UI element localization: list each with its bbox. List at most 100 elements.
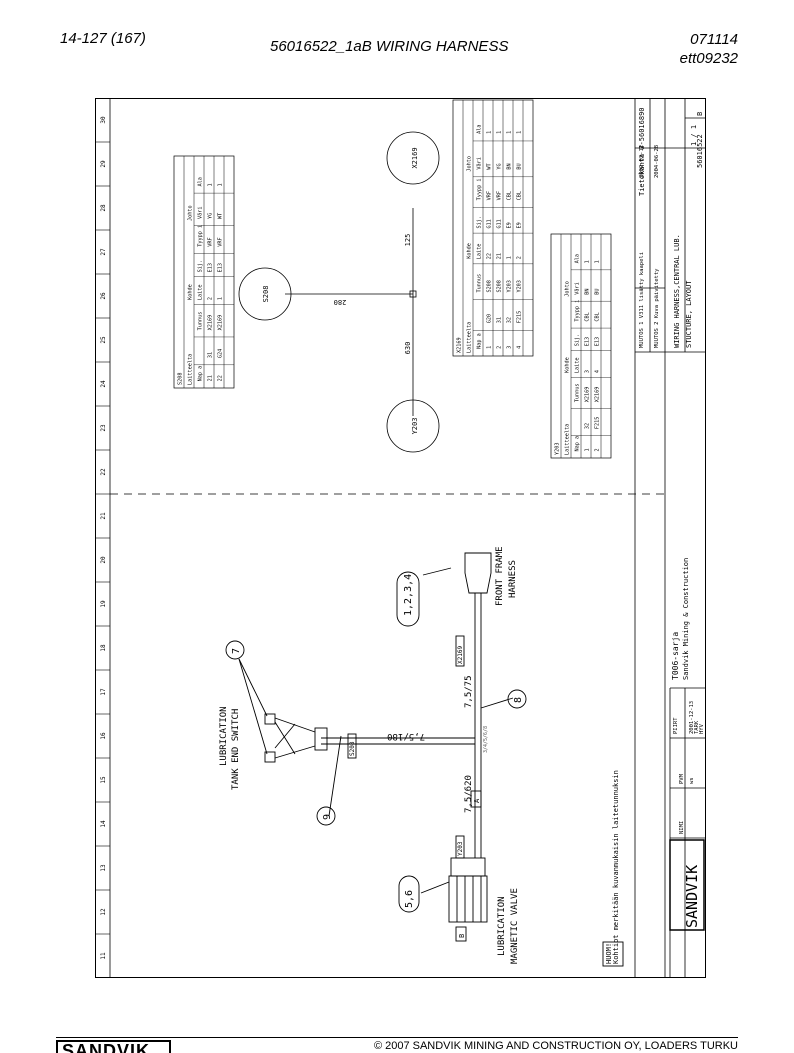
table-cell: S208 (497, 280, 503, 293)
tag-y203: Y203 (457, 841, 464, 856)
table-cell: 1 (507, 256, 513, 259)
segment-620: 7,5/620 (464, 775, 474, 813)
label-mag-valve-2: MAGNETIC VALVE (510, 888, 520, 964)
tag-x2169-box (455, 635, 465, 667)
table-subheader: Väri (575, 282, 581, 295)
node-y203 (386, 399, 440, 453)
table-cell: 1 (218, 297, 224, 300)
table-cell: 2 (595, 448, 601, 451)
switch-pin-1 (264, 713, 276, 725)
table-cell: 1 (487, 131, 493, 134)
table-cell: 1 (507, 131, 513, 134)
table-cell: 1 (595, 260, 601, 263)
table-header: Kohde (188, 284, 194, 300)
ruler-label: 21 (100, 512, 107, 520)
tb-drawing-no: 56016522 (696, 134, 704, 168)
table-cell: X2169 (208, 315, 214, 331)
table-subheader: Tunnus (477, 274, 483, 293)
table-cell: X2169 (585, 387, 591, 403)
tb-muutos1: MUUTOS 1 V311 lisätty kaapeli (639, 252, 645, 348)
node-x2169 (386, 131, 440, 185)
valve-body (448, 875, 488, 923)
table-cell: BN (507, 163, 513, 169)
table-title: S208 (178, 373, 184, 386)
tb-piirt-name: ws (689, 777, 695, 784)
front-frame-connector (464, 552, 492, 594)
table-cell: X2169 (595, 387, 601, 403)
tag-s208: S208 (349, 741, 356, 756)
table-header: Johto (467, 156, 473, 172)
table-cell: CBL (517, 191, 523, 200)
tb-sheet: 1 / 1 (690, 125, 698, 146)
table-cell: Y203 (517, 280, 523, 293)
callout-9-shape (316, 806, 336, 826)
leader-7b (238, 658, 268, 755)
table-header: Laitteelta (188, 354, 194, 385)
box-a-label: A (473, 798, 481, 803)
callout-1234-shape (396, 571, 420, 627)
harness (225, 552, 624, 967)
table-cell: 31 (497, 317, 503, 323)
tb-name-line2: STUCTURE, LAYOUT (685, 280, 693, 348)
segment-180: 7,5/180 (387, 731, 425, 741)
table-cell: E13 (585, 337, 591, 346)
table-cell: 22 (487, 253, 493, 259)
ruler-label: 15 (100, 776, 107, 784)
box-b-label: B (458, 934, 466, 938)
table-cell: G24 (218, 349, 224, 358)
length-280: 280 (334, 298, 347, 306)
document-title: 56016522_1aB WIRING HARNESS (270, 38, 509, 55)
ruler-label: 14 (100, 820, 107, 828)
ruler-label: 11 (100, 952, 107, 960)
table-cell: G20 (487, 314, 493, 323)
box-b (455, 926, 467, 942)
table-cell: E13 (208, 263, 214, 272)
tb-pvm1: 2002-02-12 (639, 145, 645, 178)
ruler-label: 27 (100, 248, 107, 256)
table-cell: 2 (517, 256, 523, 259)
table-subheader: Tyypp i (198, 225, 204, 247)
table-cell: 1 (585, 260, 591, 263)
schematic-junction (409, 290, 417, 298)
callout-9: 9 (322, 814, 333, 820)
table-cell: VRF (218, 237, 224, 246)
table-subheader: Laite (477, 244, 483, 260)
tb-pvm2: 2004-06-28 (654, 145, 660, 178)
page-number: 14-127 (167) (60, 30, 146, 47)
tb-muutos2: MUUTOS 2 Kuva päivitetty (654, 268, 660, 348)
note-text: Kohtiot merkitään kuvanmukaisin laitetun… (612, 770, 620, 964)
tag-small: 3/4/5/6/8 (483, 726, 489, 753)
node-x2169-label: X2169 (411, 147, 419, 168)
table-cell: WT (487, 163, 493, 169)
switch-wire-d (274, 721, 296, 755)
table-cell: E9 (507, 222, 513, 228)
table-subheader: Tyypp i (575, 300, 581, 322)
title-block-frame (634, 98, 706, 978)
ruler-label: 28 (100, 204, 107, 212)
ruler-label: 18 (100, 644, 107, 652)
table-subheader: Nap a (477, 333, 483, 349)
table-cell: 22 (218, 375, 224, 381)
table-cell: BN (585, 288, 591, 294)
document-code: ett09232 (679, 50, 738, 67)
table-cell: G11 (487, 219, 493, 228)
ruler-label: 25 (100, 336, 107, 344)
table-header: Kohde (467, 243, 473, 259)
table-cell: 21 (497, 253, 503, 259)
ruler-label: 23 (100, 424, 107, 432)
table-subheader: Laite (575, 357, 581, 373)
switch-wire-b (274, 745, 316, 759)
table-cell: E13 (595, 337, 601, 346)
length-125: 125 (404, 234, 412, 247)
table-subheader: Tunnus (198, 312, 204, 331)
node-s208-label: S208 (262, 286, 270, 303)
table-cell: VRF (208, 237, 214, 246)
table-header: Laitteelta (467, 322, 473, 353)
table-cell: 3 (507, 346, 513, 349)
label-front-frame-1: FRONT FRAME (495, 546, 505, 606)
table-cell: 1 (208, 183, 214, 186)
label-tank-switch-2: TANK END SWITCH (231, 709, 241, 790)
tb-pvm-label: PVM (679, 773, 685, 784)
